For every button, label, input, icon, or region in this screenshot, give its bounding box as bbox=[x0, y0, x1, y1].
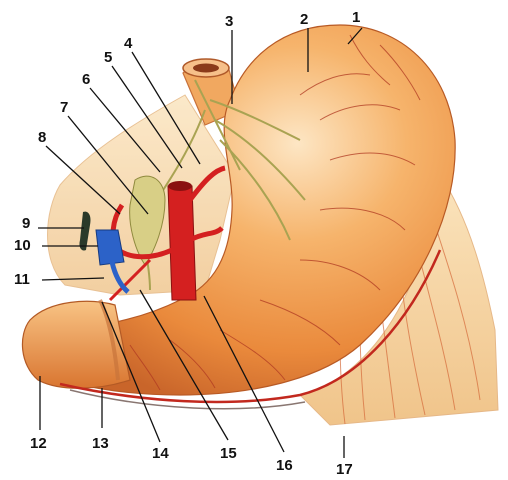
celiac-ganglion bbox=[129, 175, 166, 266]
label-6: 6 bbox=[82, 71, 90, 88]
splenic-artery bbox=[188, 226, 224, 243]
label-9: 9 bbox=[22, 215, 30, 232]
label-17: 17 bbox=[336, 461, 353, 478]
label-15: 15 bbox=[220, 445, 237, 462]
stomach-surface-vessels bbox=[129, 34, 421, 391]
callout-labels: 1 2 3 4 5 6 7 8 9 10 11 12 13 14 15 16 1… bbox=[14, 9, 360, 478]
label-4: 4 bbox=[124, 35, 133, 52]
hepatic-artery-branch bbox=[108, 258, 152, 302]
label-2: 2 bbox=[300, 11, 308, 28]
gastroepiploic-vessel bbox=[59, 249, 442, 404]
left-gastric-artery bbox=[188, 165, 226, 202]
pyloric-sphincter bbox=[98, 299, 120, 381]
duodenum bbox=[21, 300, 131, 389]
vein-branch bbox=[109, 261, 130, 294]
label-1: 1 bbox=[352, 9, 360, 26]
esophagus-opening bbox=[193, 63, 219, 73]
greater-curvature-shadow bbox=[69, 389, 306, 410]
abdominal-aorta bbox=[167, 185, 197, 301]
aorta-cut-end bbox=[168, 181, 192, 191]
label-10: 10 bbox=[14, 237, 31, 254]
label-7: 7 bbox=[60, 99, 68, 116]
label-11: 11 bbox=[14, 271, 30, 288]
portal-vein bbox=[95, 229, 125, 266]
label-5: 5 bbox=[104, 49, 112, 66]
stomach-body bbox=[39, 24, 456, 396]
leader-lines bbox=[38, 27, 363, 458]
common-bile-duct bbox=[79, 211, 91, 251]
label-12: 12 bbox=[30, 435, 47, 452]
label-16: 16 bbox=[276, 457, 293, 474]
label-3: 3 bbox=[225, 13, 233, 30]
label-8: 8 bbox=[38, 129, 46, 146]
label-14: 14 bbox=[152, 445, 169, 462]
label-13: 13 bbox=[92, 435, 109, 452]
